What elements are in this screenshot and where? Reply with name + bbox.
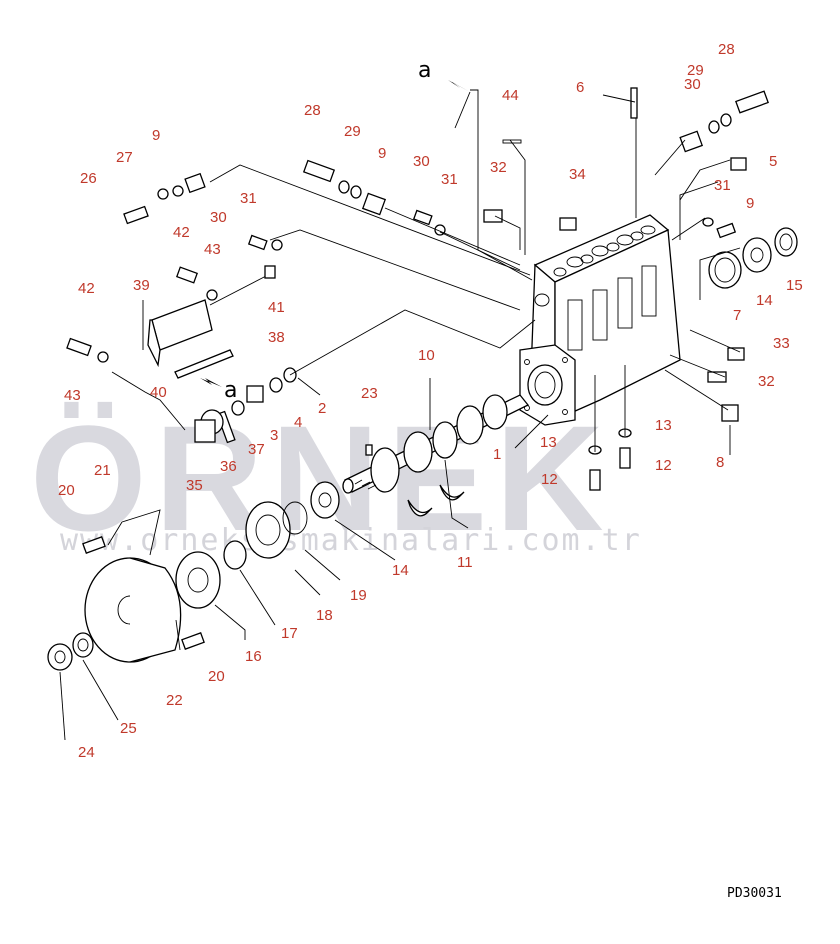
front-coupling-stack [47,481,340,671]
callout-8: 8 [716,454,724,471]
callout-15: 15 [786,277,803,294]
callout-9: 30 [684,76,701,93]
callout-36: 36 [220,458,237,475]
callout-30: 30 [413,153,430,170]
callout-16: 16 [245,648,262,665]
callout-32: 32 [758,373,775,390]
callout-12: 12 [655,457,672,474]
callout-22: 22 [166,692,183,709]
callout-13: 13 [540,434,557,451]
callout-9: 9 [152,127,160,144]
callout-3: 3 [270,427,278,444]
callout-30: 9 [746,195,754,212]
bearing-halves [407,484,465,517]
callout-21: 21 [94,462,111,479]
callout-12: 12 [541,471,558,488]
callout-14: 14 [756,292,773,309]
callout-26: 26 [80,170,97,187]
callout-31: 31 [714,177,731,194]
callout-2: 2 [318,400,326,417]
callout-9: 9 [378,145,386,162]
callout-40: 40 [150,384,167,401]
callout-43: 43 [204,241,221,258]
callout-20: 20 [58,482,75,499]
callout-28: 28 [304,102,321,119]
rear-gears [708,227,798,289]
watermark: ÖRNEK www.orneksismakinalari.com.tr [30,394,642,562]
sensor-bracket [111,265,276,431]
callout-31: 31 [441,171,458,188]
callout-6: 6 [576,79,584,96]
callout-14: 14 [392,562,409,579]
callout-27: 27 [116,149,133,166]
callout-4: 4 [294,414,302,431]
callout-34: 34 [569,166,586,183]
leader-lines [59,80,741,741]
callout-29: 29 [344,123,361,140]
callout-42: 42 [173,224,190,241]
watermark-url: www.orneksismakinalari.com.tr [60,523,642,558]
callout-39: 39 [133,277,150,294]
callout-32: 32 [490,159,507,176]
callout-43: 43 [64,387,81,404]
ref-letter-a-mid: a [224,378,237,403]
callout-17: 17 [281,625,298,642]
callout-1: 1 [493,446,501,463]
callout-25: 25 [120,720,137,737]
callout-33: 33 [773,335,790,352]
callout-44: 44 [502,87,519,104]
watermark-word: ÖRNEK [30,394,612,562]
camshaft [342,394,530,494]
drawing-code: PD30031 [727,886,782,901]
ref-letter-a-top: a [418,58,431,83]
callout-24: 24 [78,744,95,761]
callout-38: 38 [268,329,285,346]
callout-5: 5 [769,153,777,170]
callout-42: 42 [78,280,95,297]
callout-35: 35 [186,477,203,494]
callout-37: 37 [248,441,265,458]
callout-7: 7 [733,307,741,324]
callout-31: 31 [240,190,257,207]
callout-41: 41 [268,299,285,316]
callout-19: 19 [350,587,367,604]
pump-housing [519,214,681,426]
callout-18: 18 [316,607,333,624]
callout-10: 10 [418,347,435,364]
callout-29: 29 [687,62,704,79]
callout-11: 11 [457,554,473,571]
callout-23: 23 [361,385,378,402]
callout-13: 13 [655,417,672,434]
callout-20: 20 [208,668,225,685]
part-callouts: 28 9 29 6 44 28 29 9 30 31 32 34 5 31 30… [58,41,803,761]
callout-30: 30 [210,209,227,226]
callout-28: 28 [718,41,735,58]
